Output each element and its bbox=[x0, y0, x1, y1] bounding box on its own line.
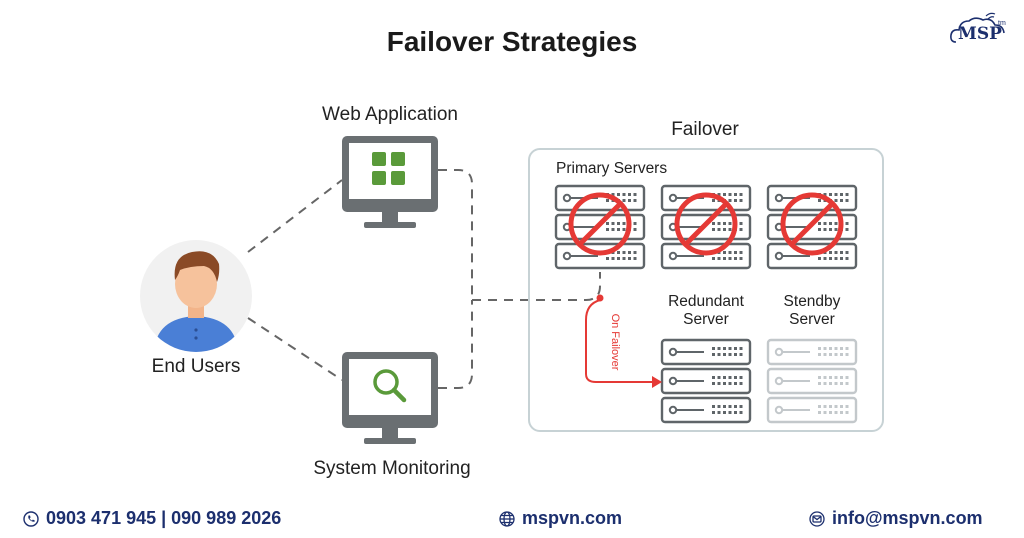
phone-text: 0903 471 945 | 090 989 2026 bbox=[46, 508, 282, 528]
connector-user-web bbox=[247, 179, 343, 253]
redundant-server-label-line1: Redundant bbox=[668, 293, 744, 310]
mail-icon bbox=[808, 510, 826, 528]
msp-logo: MSP tm bbox=[948, 8, 1010, 48]
on-failover-label: On Failover bbox=[609, 313, 621, 371]
primary-server-2 bbox=[660, 184, 752, 270]
phone-icon bbox=[22, 510, 40, 528]
primary-server-1 bbox=[554, 184, 646, 270]
website-text: mspvn.com bbox=[522, 508, 623, 528]
failover-label: Failover bbox=[671, 119, 739, 140]
logo-tm: tm bbox=[998, 20, 1006, 27]
connector-trunk-primary bbox=[472, 272, 601, 301]
connector-user-monitor bbox=[247, 317, 343, 381]
cloud-icon bbox=[950, 12, 1005, 43]
prohibited-icon bbox=[674, 192, 738, 256]
web-application-label: Web Application bbox=[322, 104, 458, 125]
connector-lines bbox=[247, 169, 601, 389]
primary-servers-label: Primary Servers bbox=[556, 160, 668, 177]
end-users-label: End Users bbox=[151, 356, 241, 377]
prohibited-icon bbox=[568, 192, 632, 256]
system-monitoring-monitor bbox=[342, 352, 438, 444]
app-grid-icon bbox=[372, 152, 405, 185]
magnifier-icon bbox=[373, 369, 407, 403]
redundant-server bbox=[660, 338, 752, 424]
system-monitoring-label: System Monitoring bbox=[313, 458, 471, 479]
connector-web-trunk bbox=[438, 169, 473, 300]
on-failover-arrow bbox=[585, 294, 662, 388]
footer-website[interactable]: mspvn.com bbox=[498, 508, 622, 529]
web-application-monitor bbox=[342, 136, 438, 228]
failover-container bbox=[528, 148, 884, 432]
prohibited-icon bbox=[780, 192, 844, 256]
logo-text: MSP bbox=[958, 24, 1002, 44]
footer-email[interactable]: info@mspvn.com bbox=[808, 508, 983, 529]
end-user-avatar bbox=[140, 240, 252, 352]
diagram-title: Failover Strategies bbox=[386, 26, 638, 57]
standby-server bbox=[766, 338, 858, 424]
standby-server-label-line1: Stendby bbox=[783, 293, 841, 310]
redundant-server-label-line2: Server bbox=[683, 311, 729, 328]
footer-phone[interactable]: 0903 471 945 | 090 989 2026 bbox=[22, 508, 281, 529]
standby-server-label-line2: Server bbox=[789, 311, 835, 328]
globe-icon bbox=[498, 510, 516, 528]
redundant-server-label: Redundant Server bbox=[652, 293, 760, 329]
email-text: info@mspvn.com bbox=[832, 508, 983, 528]
standby-server-label: Stendby Server bbox=[758, 293, 866, 329]
connector-monitor-trunk bbox=[438, 300, 473, 389]
primary-server-3 bbox=[766, 184, 858, 270]
